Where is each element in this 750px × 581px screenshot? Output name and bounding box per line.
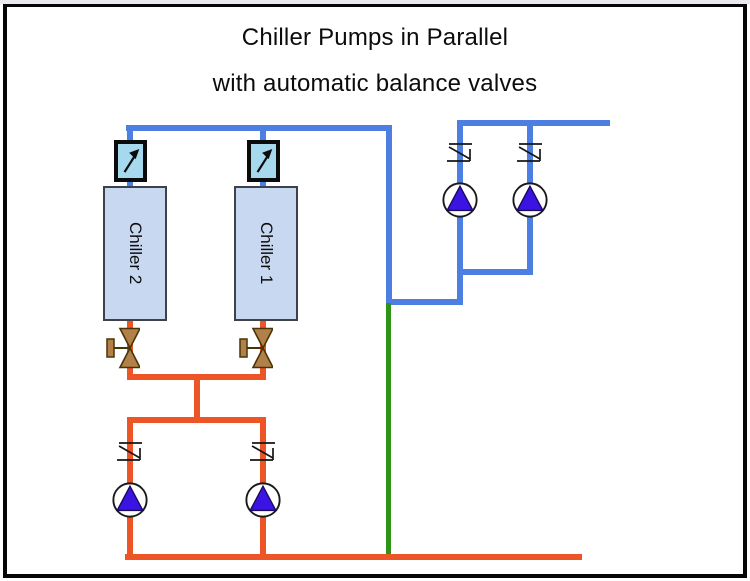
chiller1-supply-drop-pipe xyxy=(260,125,266,145)
primary-pump-2 xyxy=(245,482,281,518)
bottom-return-header-pipe xyxy=(125,554,582,560)
chiller2-supply-drop-pipe xyxy=(127,125,133,145)
secondary-pump-1 xyxy=(442,182,478,218)
chiller-2-label: Chiller 2 xyxy=(126,222,145,285)
diagram-title-line2: with automatic balance valves xyxy=(212,70,538,97)
chiller-1-label: Chiller 1 xyxy=(257,222,276,285)
supply-header-pipe xyxy=(126,125,392,131)
secondary-manifold-pipe xyxy=(457,269,533,275)
primary-pump-1 xyxy=(112,482,148,518)
chiller-2: Chiller 2 xyxy=(103,186,167,321)
chiller2-supply-stub-pipe xyxy=(127,179,133,188)
secondary-connector-pipe xyxy=(386,299,463,305)
common-decoupler-pipe xyxy=(386,303,391,557)
secondary-header-pipe xyxy=(457,120,610,126)
supply-riser-pipe xyxy=(386,125,392,305)
check-valve-secondary-pump2 xyxy=(517,143,542,162)
secondary-pump-2 xyxy=(512,182,548,218)
auto-balance-valve-chiller1 xyxy=(247,140,280,182)
primary-loop-header-pipe xyxy=(127,417,266,423)
balance-valve-chiller2 xyxy=(106,327,140,369)
check-valve-primary-pump2 xyxy=(250,442,275,461)
auto-balance-valve-chiller2 xyxy=(114,140,147,182)
flow-arrow-icon xyxy=(123,149,139,173)
chiller-1: Chiller 1 xyxy=(234,186,298,321)
top-strip xyxy=(0,0,750,4)
return-combine-drop-pipe xyxy=(194,374,200,423)
diagram-title-line1: Chiller Pumps in Parallel xyxy=(241,24,509,51)
check-valve-primary-pump1 xyxy=(117,442,142,461)
chiller1-supply-stub-pipe xyxy=(260,179,266,188)
balance-valve-chiller1 xyxy=(239,327,273,369)
flow-arrow-icon xyxy=(256,149,272,173)
check-valve-secondary-pump1 xyxy=(447,143,472,162)
